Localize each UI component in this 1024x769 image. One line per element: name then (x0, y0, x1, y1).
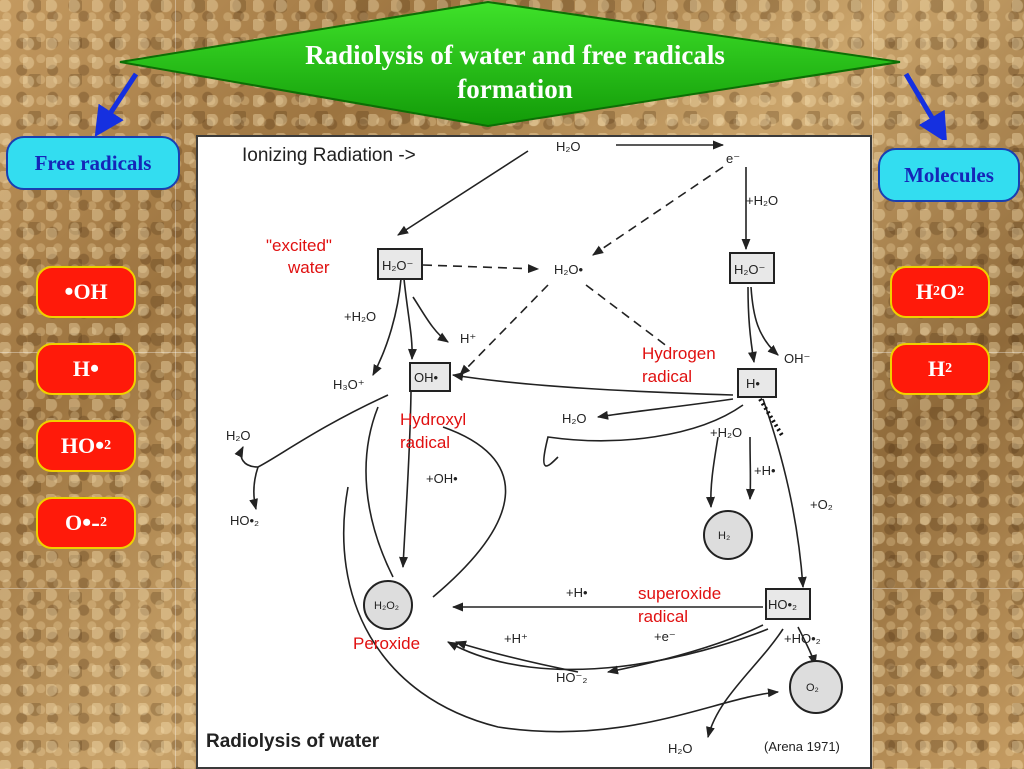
label-excited: "excited" (266, 236, 332, 255)
label-h2o2-circle: H₂O₂ (374, 600, 399, 612)
label-h2o-minus-right: H₂O⁻ (734, 262, 765, 277)
title-banner (94, 0, 948, 140)
box-hydrogen (737, 368, 777, 398)
circle-o2 (789, 660, 843, 714)
label-radical-oh: radical (400, 433, 450, 452)
left-arrow (94, 72, 139, 138)
label-plus-h2o-right: +H₂O (710, 425, 742, 440)
label-h2o-bottom: H₂O (668, 741, 693, 756)
label-plus-oh-dot: +OH• (426, 471, 458, 486)
molecules-label: Molecules (878, 148, 1020, 202)
label-plus-h-plus: +H⁺ (504, 631, 528, 646)
label-plus-h2o-top: +H₂O (746, 193, 778, 208)
label-h2o-dot: H₂O• (554, 262, 584, 277)
page-title: Radiolysis of water and free radicals fo… (305, 40, 725, 104)
circle-h2o2 (363, 580, 413, 630)
label-h-plus: H⁺ (460, 331, 476, 346)
diagram-citation: (Arena 1971) (764, 739, 840, 754)
label-ho2-box: HO•₂ (768, 597, 797, 612)
circle-h2 (703, 510, 753, 560)
label-h2o-left: H₂O (226, 428, 251, 443)
background-grid-line (175, 0, 176, 768)
label-superoxide: superoxide (638, 584, 721, 603)
label-hydroxyl: Hydroxyl (400, 410, 466, 429)
label-radical-superoxide: radical (638, 607, 688, 626)
label-h3o-plus: H₃O⁺ (333, 377, 365, 392)
label-oh-box: OH• (414, 370, 439, 385)
label-radical-h: radical (642, 367, 692, 386)
label-h2-circle: H₂ (718, 530, 730, 542)
radical-h-chip: H• (36, 343, 136, 395)
box-h2o-minus (729, 252, 775, 284)
label-ho2-left: HO•₂ (230, 513, 259, 528)
label-plus-e-minus: +e⁻ (654, 629, 676, 644)
label-plus-ho2: +HO•₂ (784, 631, 821, 646)
label-h2o-minus-left: H₂O⁻ (382, 258, 413, 273)
label-water: water (287, 258, 330, 277)
label-ionizing: Ionizing Radiation -> (242, 145, 416, 166)
box-superoxide (765, 588, 811, 620)
label-plus-h-dot-2: +H• (566, 585, 588, 600)
radical-ho2-chip: HO•2 (36, 420, 136, 472)
background-grid-line (872, 0, 873, 768)
box-hydroxyl (409, 362, 451, 392)
diagram-caption: Radiolysis of water (206, 731, 380, 752)
label-ho2-minus: HO⁻₂ (556, 670, 587, 685)
label-e-minus: e⁻ (726, 151, 740, 166)
radical-oh-chip: •OH (36, 266, 136, 318)
free-radicals-label: Free radicals (6, 136, 180, 190)
radiolysis-diagram: Ionizing Radiation -> H₂O e⁻ +H₂O "excit… (196, 135, 872, 769)
label-h2o-top: H₂O (556, 139, 581, 154)
right-arrow (903, 72, 948, 140)
label-plus-h-dot: +H• (754, 463, 776, 478)
label-peroxide: Peroxide (353, 634, 420, 653)
label-plus-h2o-left: +H₂O (344, 309, 376, 324)
label-oh-minus: OH⁻ (784, 351, 810, 366)
label-plus-o2: +O₂ (810, 497, 833, 512)
label-o2-circle: O₂ (806, 682, 819, 694)
label-h2o-mid: H₂O (562, 411, 587, 426)
box-excited-water (377, 248, 423, 280)
label-h-box: H• (746, 376, 760, 391)
label-hydrogen: Hydrogen (642, 344, 716, 363)
radical-o2-anion-chip: O•-2 (36, 497, 136, 549)
